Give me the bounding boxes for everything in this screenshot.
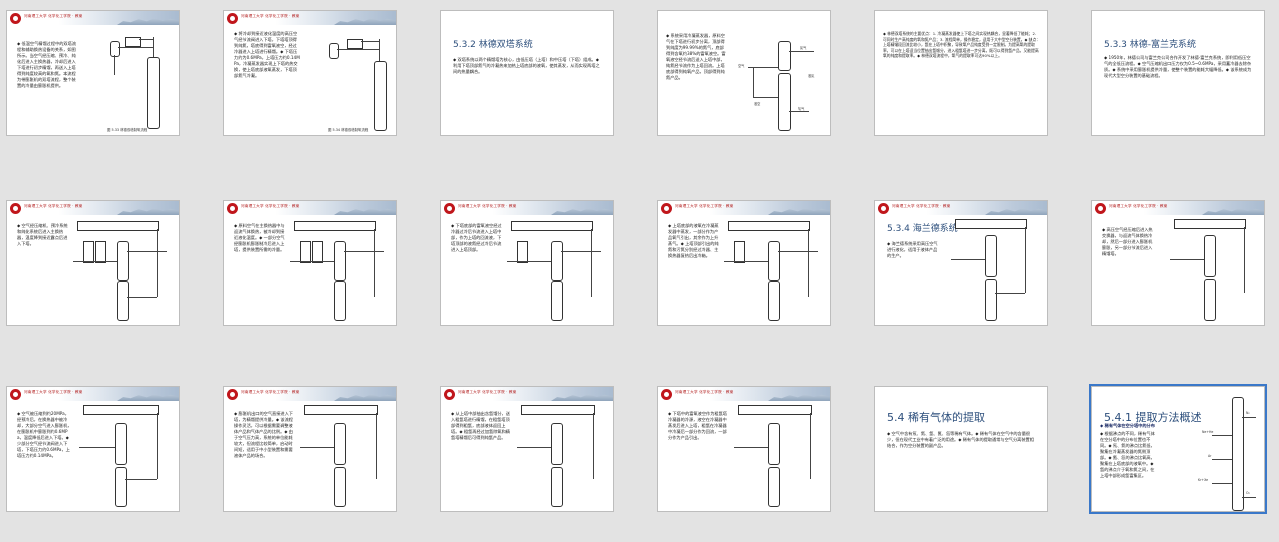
slide-thumbnail-11[interactable]: 河南理工大学 化学化工学院 · 教案 5.3.4 海兰德系统 ◆ 海兰德系统采用… bbox=[874, 200, 1048, 326]
university-logo-icon bbox=[661, 389, 672, 400]
slide-thumbnail-7[interactable]: 河南理工大学 化学化工学院 · 教案 ◆ 空气经压缩机、预冷系统和纯化系统后进入… bbox=[6, 200, 180, 326]
slide-body-text: ◆ 空气经压缩机、预冷系统和纯化系统后进入主换热器，温度降到接近露点后进入下塔。 bbox=[17, 223, 69, 247]
slide-header-text: 河南理工大学 化学化工学院 · 教案 bbox=[458, 390, 516, 395]
slide-header-text: 河南理工大学 化学化工学院 · 教案 bbox=[241, 390, 299, 395]
slide-header-text: 河南理工大学 化学化工学院 · 教案 bbox=[892, 204, 950, 209]
diagram-label: 氮气 bbox=[800, 45, 806, 50]
slide-body-text: ◆ 下塔中的富氧液空作为粗氩塔冷凝器的冷源，液空在冷凝器中蒸发后进入上塔，粗氩在… bbox=[668, 411, 728, 441]
slide-thumbnail-5[interactable]: ◆ 林德双塔系统的主要优点：1. 冷凝蒸发器使上下塔之间实现热耦合，显著降低了能… bbox=[874, 10, 1048, 136]
slide-body-text: ◆ 原料空气在主换热器中与返流气体换热，被冷却到接近液化温度。◆ 一部分空气经膨… bbox=[234, 223, 286, 253]
slide-title: 5.4 稀有气体的提取 bbox=[887, 409, 985, 425]
slide-body-text: ◆ 低温空气精馏过程中的双塔流程和辅助换热设备的关系，如图所示。当空气经压缩、预… bbox=[17, 41, 79, 89]
slide-header-text: 河南理工大学 化学化工学院 · 教案 bbox=[241, 204, 299, 209]
slide-thumbnail-1[interactable]: 河南理工大学 化学化工学院 · 教案 ◆ 低温空气精馏过程中的双塔流程和辅助换热… bbox=[6, 10, 180, 136]
slide-title: 5.3.3 林德-富兰克系统 bbox=[1104, 37, 1196, 50]
diagram-label: 空气 bbox=[738, 63, 744, 68]
slide-header-text: 河南理工大学 化学化工学院 · 教案 bbox=[675, 390, 733, 395]
slide-thumbnail-12[interactable]: 河南理工大学 化学化工学院 · 教案 ◆ 高压空气经压缩后进入热交换器，与返流气… bbox=[1091, 200, 1265, 326]
slide-title: 5.3.4 海兰德系统 bbox=[887, 221, 958, 234]
slide-thumbnail-16[interactable]: 河南理工大学 化学化工学院 · 教案 ◆ 下塔中的富氧液空作为粗氩塔冷凝器的冷源… bbox=[657, 386, 831, 512]
slide-body-text: ◆ 根据沸点的不同，稀有气体在空分塔中的分布位置也不同。◆ 氖、氦的沸点比氮低，… bbox=[1100, 431, 1158, 479]
slide-body-text: ◆ 膨胀机出口的空气直接进入下塔，为精馏提供冷量。◆ 该流程操作灵活，可以根据需… bbox=[234, 411, 294, 459]
diagram-label: N₂ bbox=[1246, 411, 1250, 415]
university-logo-icon bbox=[10, 203, 21, 214]
slide-thumbnail-2[interactable]: 河南理工大学 化学化工学院 · 教案 ◆ 将冷却到接近液化温度的高压空气经节流阀… bbox=[223, 10, 397, 136]
diagram-label: Ne+He bbox=[1202, 430, 1213, 434]
slide-body-text: ◆ 海兰德系统采用高压空气进行液化，适用于液体产品的生产。 bbox=[887, 241, 939, 259]
slide-body-text: ◆ 林德双塔系统的主要优点：1. 冷凝蒸发器使上下塔之间实现热耦合，显著降低了能… bbox=[883, 31, 1041, 59]
figure-caption: 图 5.34 林德双塔制氧流程 bbox=[328, 127, 368, 132]
slide-body-text: ◆ 系统采用冷凝蒸发器，原料空气在下塔进行初步分离，顶部得到纯度为99.99%的… bbox=[666, 33, 728, 81]
slide-thumbnail-6[interactable]: 5.3.3 林德-富兰克系统 ◆ 1950年，林德公司与富兰克公司合作开发了林德… bbox=[1091, 10, 1265, 136]
slide-thumbnail-3[interactable]: 5.3.2 林德双塔系统 ◆ 双塔系统以两个精馏塔为核心，由低压塔（上塔）和中压… bbox=[440, 10, 614, 136]
university-logo-icon bbox=[227, 13, 238, 24]
slide-thumbnail-14[interactable]: 河南理工大学 化学化工学院 · 教案 ◆ 膨胀机出口的空气直接进入下塔，为精馏提… bbox=[223, 386, 397, 512]
slide-subtitle: ◆ 稀有气体在空分塔中的分布 bbox=[1100, 423, 1210, 429]
slide-title: 5.3.2 林德双塔系统 bbox=[453, 37, 533, 50]
university-logo-icon bbox=[444, 389, 455, 400]
diagram-label: 液空 bbox=[754, 101, 760, 106]
slide-header-text: 河南理工大学 化学化工学院 · 教案 bbox=[24, 14, 82, 19]
slide-body-text: ◆ 1950年，林德公司与富兰克公司合作开发了林德-富兰克系统，即利用低压空气的… bbox=[1104, 55, 1254, 79]
slide-thumbnail-13[interactable]: 河南理工大学 化学化工学院 · 教案 ◆ 空气被压缩到约20MPa，经预冷后，在… bbox=[6, 386, 180, 512]
slide-header-text: 河南理工大学 化学化工学院 · 教案 bbox=[24, 204, 82, 209]
university-logo-icon bbox=[444, 203, 455, 214]
university-logo-icon bbox=[10, 389, 21, 400]
slide-header-text: 河南理工大学 化学化工学院 · 教案 bbox=[675, 204, 733, 209]
slide-body-text: ◆ 双塔系统以两个精馏塔为核心，由低压塔（上塔）和中压塔（下塔）组成。◆ 利用下… bbox=[453, 57, 601, 75]
university-logo-icon bbox=[10, 13, 21, 24]
university-logo-icon bbox=[878, 203, 889, 214]
diagram-label: 氧气 bbox=[798, 106, 804, 111]
slide-thumbnail-15[interactable]: 河南理工大学 化学化工学院 · 教案 ◆ 从上塔中部抽出含氩馏分，送入粗氩塔进行… bbox=[440, 386, 614, 512]
slide-body-text: ◆ 从上塔中部抽出含氩馏分，送入粗氩塔进行精馏，在粗氩塔顶部得到粗氩，底部液体返… bbox=[451, 411, 511, 441]
slide-header-text: 河南理工大学 化学化工学院 · 教案 bbox=[458, 204, 516, 209]
university-logo-icon bbox=[227, 389, 238, 400]
university-logo-icon bbox=[661, 203, 672, 214]
diagram-label: Ar bbox=[1208, 454, 1212, 458]
slide-thumbnail-4[interactable]: ◆ 系统采用冷凝蒸发器，原料空气在下塔进行初步分离，顶部得到纯度为99.99%的… bbox=[657, 10, 831, 136]
slide-header-text: 河南理工大学 化学化工学院 · 教案 bbox=[241, 14, 299, 19]
slide-body-text: ◆ 将冷却到接近液化温度的高压空气经节流阀进入下塔，下塔塔顶得到纯氮，塔底得到富… bbox=[234, 31, 300, 79]
slide-thumbnail-9[interactable]: 河南理工大学 化学化工学院 · 教案 ◆ 下塔底部的富氧液空经过冷器过冷后节流进… bbox=[440, 200, 614, 326]
slide-thumbnail-17[interactable]: 5.4 稀有气体的提取 ◆ 空气中含有氖、氦、氩、氪、氙等稀有气体。◆ 稀有气体… bbox=[874, 386, 1048, 512]
slide-thumbnail-8[interactable]: 河南理工大学 化学化工学院 · 教案 ◆ 原料空气在主换热器中与返流气体换热，被… bbox=[223, 200, 397, 326]
slide-header-text: 河南理工大学 化学化工学院 · 教案 bbox=[24, 390, 82, 395]
slide-body-text: ◆ 下塔底部的富氧液空经过冷器过冷后节流进入上塔中部，作为上塔的回流液，下塔顶部… bbox=[451, 223, 503, 253]
slide-body-text: ◆ 空气被压缩到约20MPa，经预冷后，在换热器中被冷却，大部分空气进入膨胀机，… bbox=[17, 411, 73, 459]
slide-thumbnail-18[interactable]: 5.4.1 提取方法概述 ◆ 稀有气体在空分塔中的分布 ◆ 根据沸点的不同，稀有… bbox=[1091, 386, 1265, 512]
figure-caption: 图 5.33 林德双塔制氧流程 bbox=[107, 127, 147, 132]
diagram-label: Kr+Xe bbox=[1198, 478, 1208, 482]
slide-header-text: 河南理工大学 化学化工学院 · 教案 bbox=[1109, 204, 1167, 209]
slide-body-text: ◆ 上塔底部的液氧在冷凝蒸发器中蒸发，一部分作为产品氧气引出，其余作为上升蒸气。… bbox=[668, 223, 720, 259]
slide-body-text: ◆ 高压空气经压缩后进入热交换器，与返流气体换热冷却，然后一部分进入膨胀机膨胀，… bbox=[1102, 227, 1154, 257]
university-logo-icon bbox=[1095, 203, 1106, 214]
university-logo-icon bbox=[227, 203, 238, 214]
slide-body-text: ◆ 空气中含有氖、氦、氩、氪、氙等稀有气体。◆ 稀有气体在空气中的含量很少，但在… bbox=[887, 431, 1037, 449]
diagram-label: 液氮 bbox=[808, 73, 814, 78]
diagram-label: O₂ bbox=[1246, 491, 1250, 495]
slide-thumbnail-10[interactable]: 河南理工大学 化学化工学院 · 教案 ◆ 上塔底部的液氧在冷凝蒸发器中蒸发，一部… bbox=[657, 200, 831, 326]
